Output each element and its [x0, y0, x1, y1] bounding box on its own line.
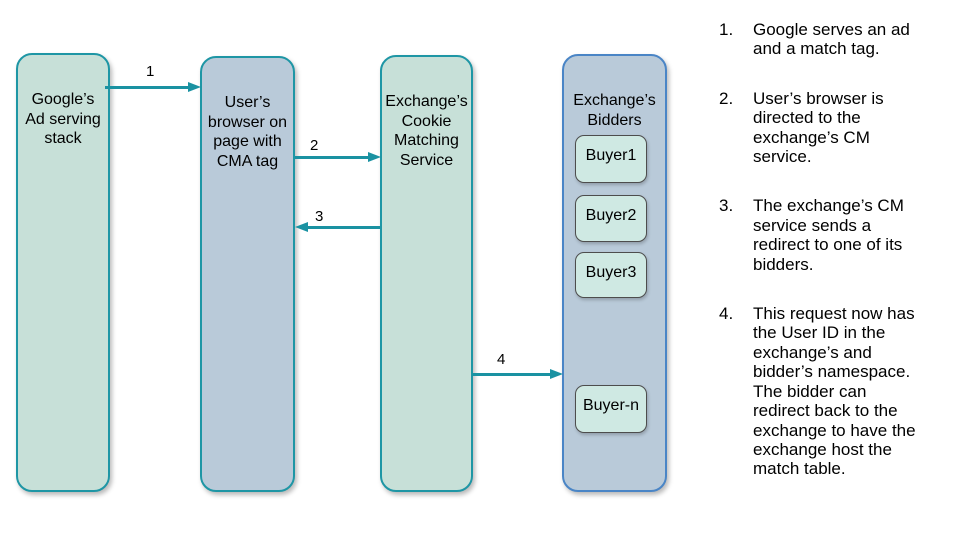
- node-google-ad-stack-label: Google’s Ad serving stack: [25, 91, 101, 148]
- node-buyer2: Buyer2: [575, 195, 647, 242]
- arrow-3-line: [307, 225, 380, 229]
- step-item-1: 1. Google serves an ad and a match tag.: [719, 20, 947, 59]
- node-exchange-cm-service-label: Exchange’s Cookie Matching Service: [385, 93, 468, 169]
- steps-list: 1. Google serves an ad and a match tag. …: [719, 20, 947, 509]
- step-1-number: 1.: [719, 20, 734, 39]
- arrow-4-head-icon: [550, 368, 563, 379]
- arrow-2-line: [295, 155, 368, 159]
- step-item-4: 4. This request now has the User ID in t…: [719, 304, 947, 479]
- arrow-2-label: 2: [310, 137, 319, 154]
- node-user-browser: User’s browser on page with CMA tag: [200, 56, 295, 492]
- node-buyer-n: Buyer-n: [575, 385, 647, 433]
- node-user-browser-label: User’s browser on page with CMA tag: [207, 94, 288, 170]
- arrow-1-line: [105, 85, 188, 89]
- node-exchange-cm-service: Exchange’s Cookie Matching Service: [380, 55, 473, 492]
- step-2-text: User’s browser is directed to the exchan…: [753, 88, 884, 167]
- node-buyer1-label: Buyer1: [585, 147, 637, 164]
- arrow-1-label: 1: [146, 63, 155, 80]
- arrow-4-label: 4: [497, 351, 506, 368]
- step-4-number: 4.: [719, 304, 734, 324]
- step-2-number: 2.: [719, 88, 734, 108]
- step-3-number: 3.: [719, 196, 734, 216]
- node-buyer3: Buyer3: [575, 252, 647, 298]
- arrow-3-head-icon: [295, 221, 308, 232]
- arrow-1-head-icon: [188, 81, 201, 92]
- step-item-3: 3. The exchange’s CM service sends a red…: [719, 196, 947, 274]
- arrow-4-line: [472, 372, 550, 376]
- node-buyer2-label: Buyer2: [585, 207, 637, 224]
- step-3-text: The exchange’s CM service sends a redire…: [753, 196, 904, 274]
- node-google-ad-stack: Google’s Ad serving stack: [16, 53, 110, 492]
- step-1-text: Google serves an ad and a match tag.: [753, 20, 910, 59]
- node-buyer3-label: Buyer3: [585, 264, 637, 281]
- node-buyer1: Buyer1: [575, 135, 647, 183]
- step-item-2: 2. User’s browser is directed to the exc…: [719, 89, 947, 167]
- step-4-text: This request now has the User ID in the …: [753, 304, 916, 479]
- node-exchange-bidders-label: Exchange’s Bidders: [573, 92, 656, 129]
- arrow-3-label: 3: [315, 208, 324, 225]
- arrow-2-head-icon: [368, 151, 381, 162]
- node-buyer-n-label: Buyer-n: [582, 397, 640, 414]
